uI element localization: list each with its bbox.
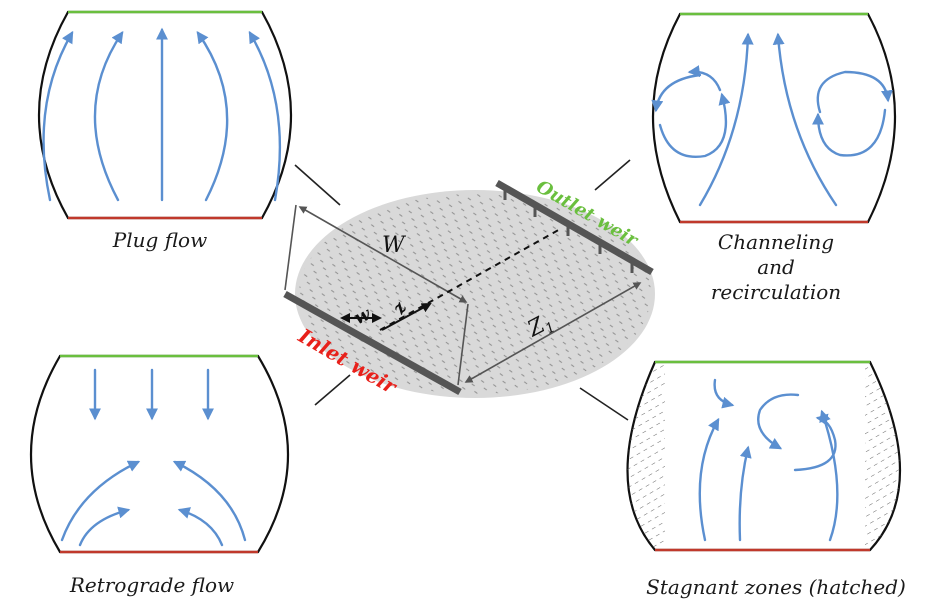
dimension-lines: [284, 204, 642, 386]
retrograde-arrows: [60, 368, 247, 547]
channeling-frame: [651, 12, 897, 224]
stagnant-caption: Stagnant zones (hatched): [646, 575, 906, 599]
tray: W w z Z1 Outlet weir Inlet weir: [283, 176, 655, 399]
plug-flow-frame: [37, 10, 293, 220]
stagnant-frame: [626, 360, 901, 552]
z-arrow: [381, 303, 432, 331]
channeling-caption-line1: Channeling: [718, 230, 834, 254]
retrograde-panel: Retrograde flow: [30, 354, 289, 597]
plug-flow-caption: Plug flow: [112, 228, 207, 252]
retrograde-caption: Retrograde flow: [69, 573, 234, 597]
channeling-caption-line3: recirculation: [711, 280, 841, 304]
plug-flow-panel: Plug flow: [37, 10, 293, 252]
stagnant-arrows: [698, 378, 839, 542]
outlet-weir-posts: [503, 188, 634, 273]
channeling-panel: Channeling and recirculation: [651, 12, 897, 304]
channeling-caption-line2: and: [757, 255, 795, 279]
outlet-weir: [495, 179, 654, 276]
width-label: W: [382, 233, 407, 258]
plug-flow-arrows: [42, 27, 282, 202]
leader-lines: [294, 159, 631, 421]
channeling-arrows: [651, 32, 893, 207]
inlet-weir: [283, 290, 462, 396]
stagnant-panel: Stagnant zones (hatched): [626, 360, 906, 599]
z-dashed-line: [379, 227, 563, 331]
